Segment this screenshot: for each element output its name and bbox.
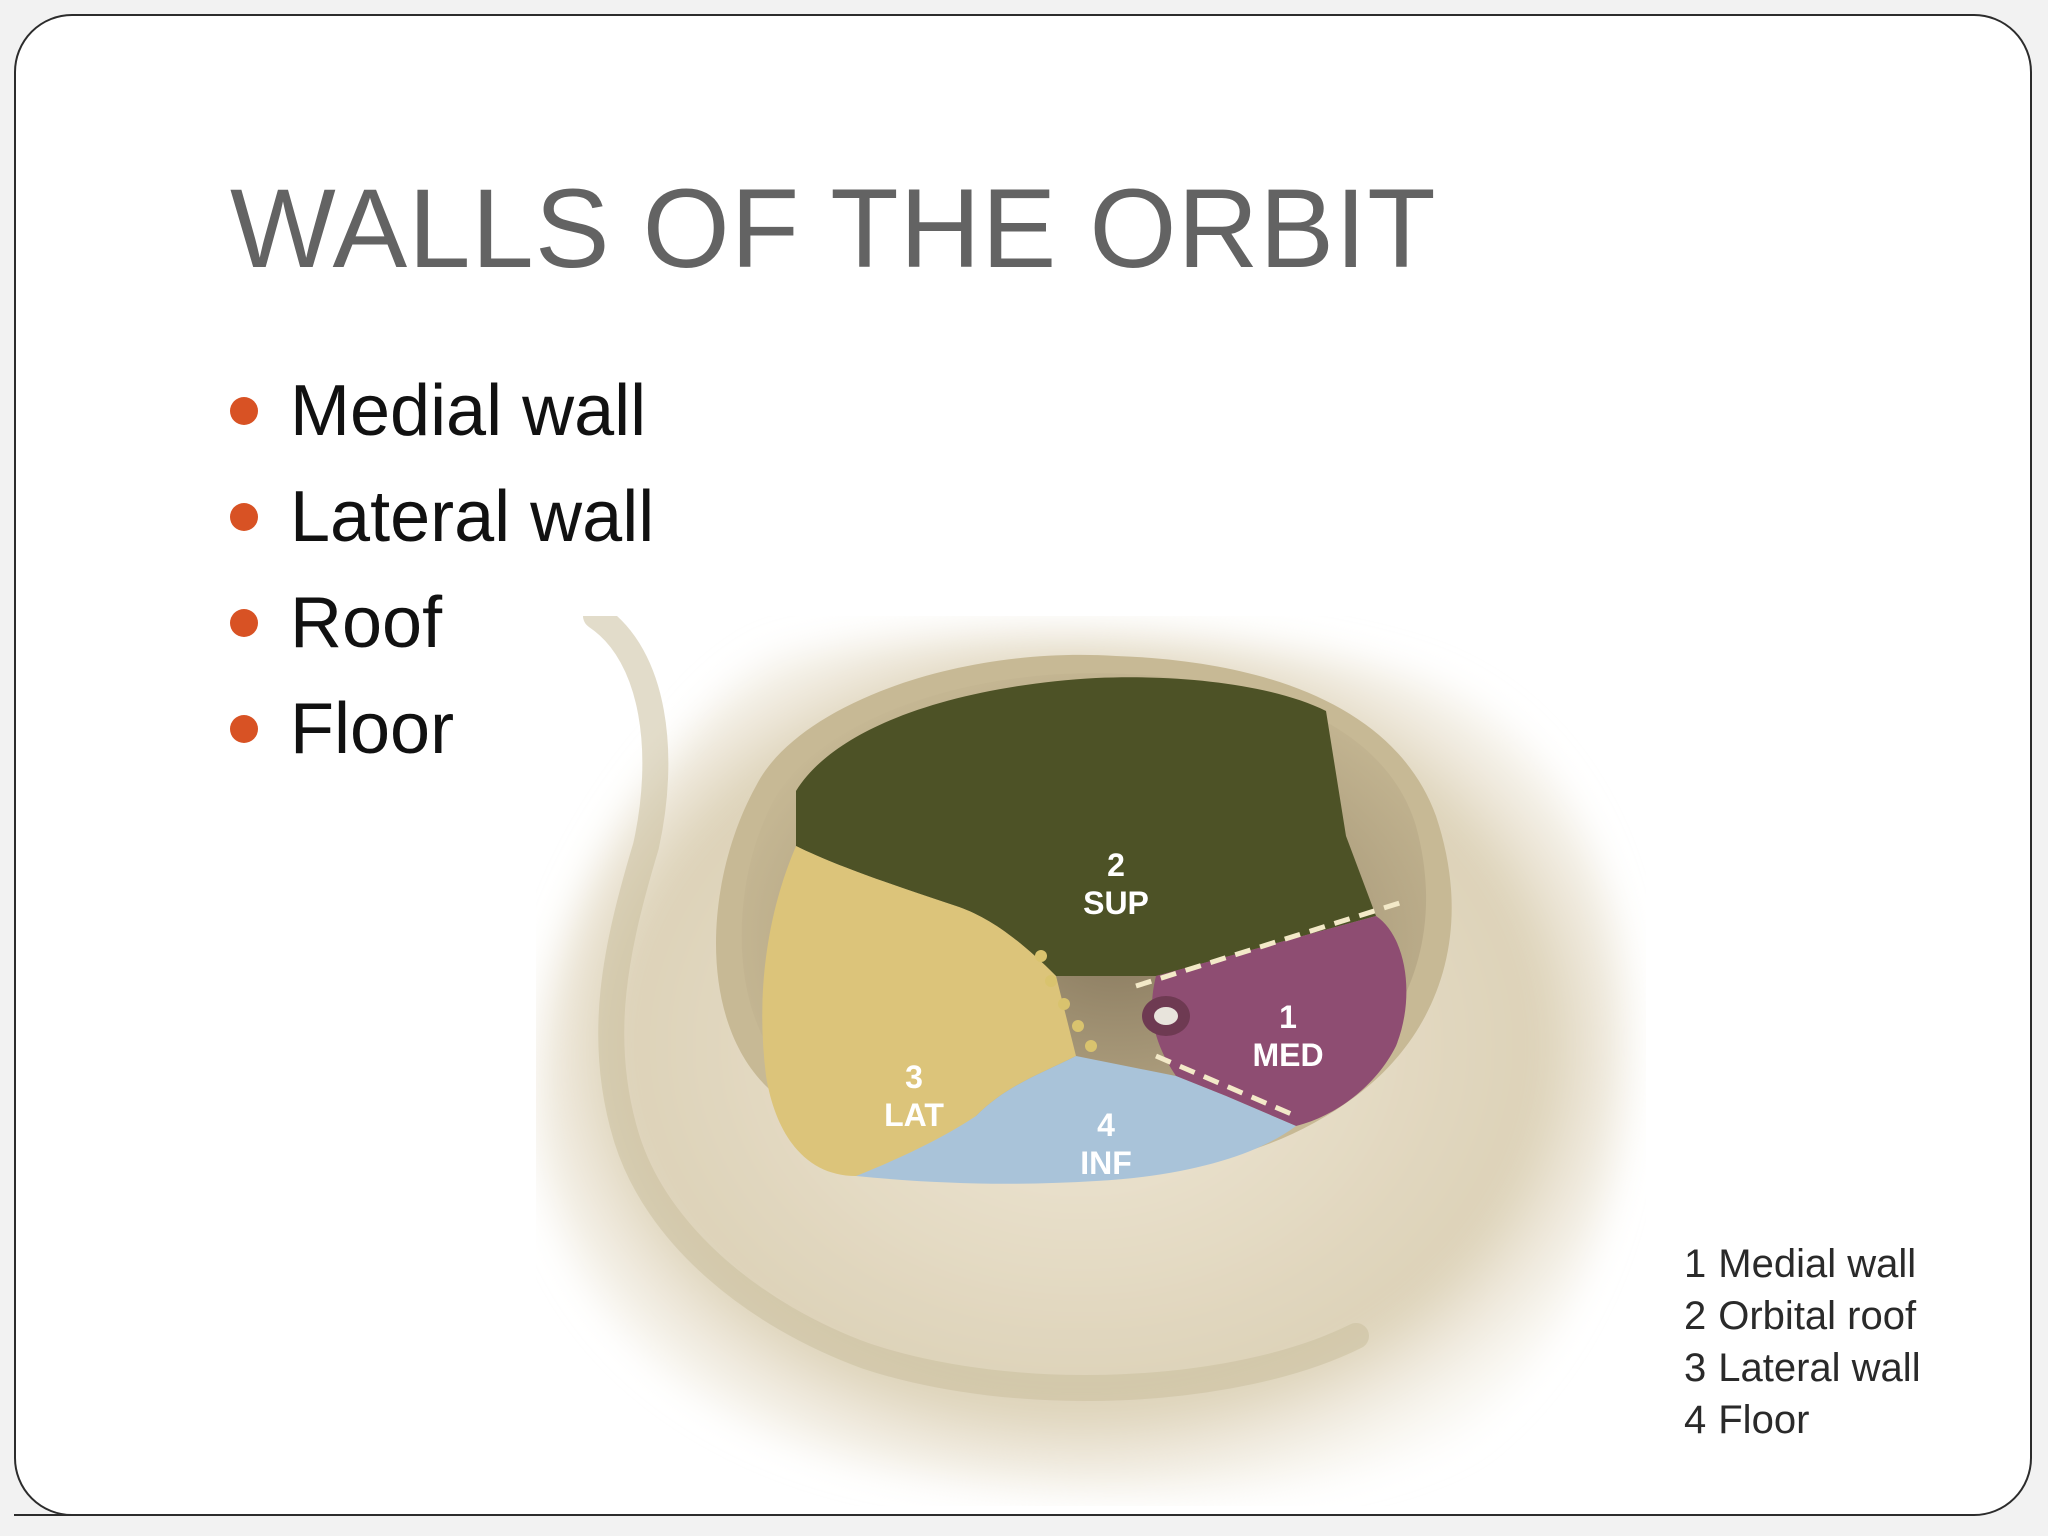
legend-label: Medial wall xyxy=(1718,1242,1917,1286)
orbital-roof-region xyxy=(796,677,1376,976)
footer-rule xyxy=(14,1514,524,1516)
superior-orbital-fissure xyxy=(1035,950,1097,1052)
roof-medial-suture xyxy=(1135,898,1407,989)
floor-region xyxy=(856,1056,1296,1184)
slide: WALLS OF THE ORBIT Medial wall Lateral w… xyxy=(14,14,2032,1516)
lateral-wall-region xyxy=(762,846,1076,1176)
bullet-item: Roof xyxy=(230,570,654,676)
bullet-text: Floor xyxy=(290,689,455,769)
med-number-label: 1 xyxy=(1279,999,1297,1035)
inf-text-label: INF xyxy=(1080,1145,1132,1181)
bullet-dot-icon xyxy=(230,715,258,743)
legend-number: 1 xyxy=(1684,1242,1707,1286)
lat-number-label: 3 xyxy=(905,1059,923,1095)
bullet-dot-icon xyxy=(230,609,258,637)
sup-number-label: 2 xyxy=(1107,847,1125,883)
med-text-label: MED xyxy=(1252,1037,1323,1073)
bullet-dot-icon xyxy=(230,503,258,531)
bullet-text: Lateral wall xyxy=(290,477,655,557)
bullet-text: Medial wall xyxy=(290,371,647,451)
slide-title: WALLS OF THE ORBIT xyxy=(230,166,1437,291)
legend-number: 3 xyxy=(1684,1346,1707,1390)
optic-canal xyxy=(1142,996,1190,1036)
legend-label: Lateral wall xyxy=(1718,1346,1921,1390)
bullet-item: Floor xyxy=(230,676,654,782)
bullet-list: Medial wall Lateral wall Roof Floor xyxy=(230,358,654,782)
legend-number: 4 xyxy=(1684,1398,1707,1442)
medial-wall-region xyxy=(1152,916,1407,1126)
bullet-dot-icon xyxy=(230,397,258,425)
legend-number: 2 xyxy=(1684,1294,1707,1338)
bullet-item: Lateral wall xyxy=(230,464,654,570)
orbit-illustration: 2 SUP 1 MED 3 LAT 4 INF xyxy=(536,616,1628,1494)
legend-label: Floor xyxy=(1718,1398,1810,1442)
sup-text-label: SUP xyxy=(1083,885,1149,921)
bullet-text: Roof xyxy=(290,583,443,663)
bullet-item: Medial wall xyxy=(230,358,654,464)
inf-number-label: 4 xyxy=(1097,1107,1115,1143)
legend-label: Orbital roof xyxy=(1718,1294,1917,1338)
skull-bone-edge xyxy=(583,616,1369,1402)
lat-text-label: LAT xyxy=(884,1097,944,1133)
